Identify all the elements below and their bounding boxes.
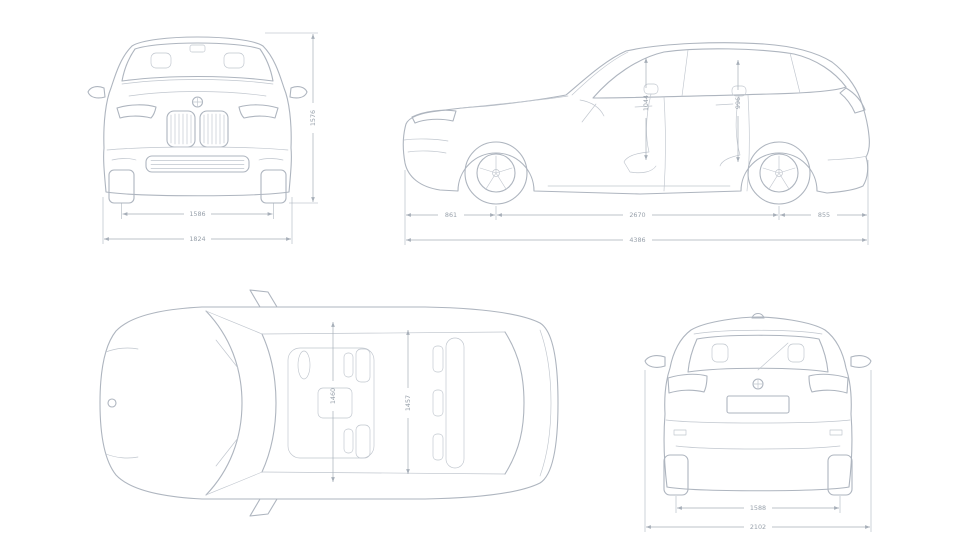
rear-spoiler-line [693, 329, 823, 335]
front-headrest-right [223, 52, 245, 69]
side-interior-ghost [579, 83, 747, 174]
side-rear-bumper-line [827, 155, 868, 161]
top-sunroof [287, 347, 375, 459]
side-dimensions: 1044 996 861 2670 855 4386 [404, 58, 869, 245]
top-a-pillar-left [205, 310, 263, 335]
front-cowl-line [121, 79, 274, 85]
rear-width-dim-label: 2102 [750, 523, 766, 531]
top-wipers [215, 339, 239, 467]
front-view: 1576 1586 1824 [87, 32, 318, 244]
top-rear-interior-dim-label: 1457 [404, 395, 412, 411]
rear-antenna-fin [751, 312, 765, 319]
front-mirror-left [87, 86, 106, 99]
rear-view: 1588 2102 [644, 312, 872, 532]
front-dimensions: 1576 1586 1824 [102, 32, 318, 244]
front-body-outline [103, 36, 292, 197]
side-glasshouse [592, 48, 847, 99]
side-headlight [411, 109, 457, 124]
front-height-dim-label: 1576 [309, 110, 317, 126]
front-mirror-right [289, 86, 308, 99]
rear-reflector-left [673, 429, 687, 436]
front-lower-intake [145, 155, 250, 173]
rear-headrest-left [711, 343, 729, 363]
side-front-headroom-dim-label: 1044 [642, 95, 650, 111]
rear-reflector-right [829, 429, 843, 436]
top-headlight-left [105, 347, 139, 353]
rear-track-dim-label: 1588 [750, 504, 766, 512]
brand-roundel-cross [192, 96, 203, 108]
front-bumper-crease [106, 146, 289, 151]
rear-bumper-lower-line [675, 445, 841, 450]
side-door-handle-front [634, 105, 653, 108]
rear-window [687, 334, 829, 373]
kidney-grille [166, 110, 229, 148]
front-hood-line [128, 91, 267, 97]
front-tire-right [260, 169, 287, 204]
side-c-pillar [789, 52, 801, 94]
top-mirror-right [249, 498, 278, 517]
front-windshield [121, 42, 274, 82]
side-rear-wheel [747, 141, 811, 205]
front-headrest-left [150, 52, 172, 69]
front-track-dim-label: 1586 [189, 210, 205, 218]
side-front-overhang-dim-label: 861 [445, 211, 457, 219]
rear-mirror-left [644, 355, 666, 368]
rear-tire-right [827, 454, 853, 496]
rear-license-plate [726, 395, 790, 414]
side-a-pillar [571, 51, 629, 96]
side-wheelbase-dim-label: 2670 [629, 211, 645, 219]
front-rearview-mirror [189, 44, 206, 53]
side-b-pillar [681, 49, 689, 97]
rear-headrest-right [787, 343, 805, 363]
rear-dimensions: 1588 2102 [644, 370, 872, 532]
side-front-door-line [663, 96, 666, 192]
top-a-pillar-right [205, 471, 263, 496]
top-cowl-arc [205, 310, 243, 496]
front-fog-right [258, 158, 284, 161]
top-tail-edge [539, 329, 552, 477]
rear-taillight-right [808, 373, 849, 394]
top-headlight-right [105, 453, 139, 459]
top-seats [297, 337, 465, 469]
top-dimensions: 1460 1457 [329, 322, 412, 482]
side-rear-door-line [746, 94, 750, 192]
rear-roundel-cross [752, 378, 764, 390]
front-headlight-right [238, 104, 279, 119]
top-view: 1460 1457 [99, 289, 559, 517]
front-headlight-left [116, 104, 157, 119]
rear-taillight-left [667, 373, 708, 394]
side-taillight [839, 87, 866, 114]
rear-wiper [757, 342, 789, 371]
top-roof-side-lines [261, 331, 506, 475]
rear-body-outline [663, 316, 853, 492]
top-mirror-left [249, 289, 278, 308]
side-front-bumper-line [403, 138, 449, 142]
front-tire-left [108, 169, 135, 204]
side-front-wheel [464, 141, 528, 205]
rear-tire-left [663, 454, 689, 496]
top-front-interior-dim-label: 1460 [329, 388, 337, 404]
top-body-outline [99, 306, 559, 500]
side-length-dim-label: 4386 [629, 236, 645, 244]
top-hood-roundel-icon [107, 398, 117, 408]
rear-tailgate-seam [665, 419, 851, 424]
side-body-outline [402, 42, 870, 195]
side-hood-line [459, 95, 569, 109]
side-rear-headroom-dim-label: 996 [734, 97, 742, 109]
front-width-dim-label: 1824 [189, 235, 205, 243]
front-fog-left [111, 158, 137, 161]
rear-mirror-right [850, 355, 872, 368]
side-rear-overhang-dim-label: 855 [818, 211, 830, 219]
side-view: 1044 996 861 2670 855 4386 [402, 42, 870, 245]
top-roof-front-edge [261, 333, 277, 473]
top-rear-window-arc [504, 331, 525, 475]
side-front-intake-line [407, 150, 447, 154]
side-door-handle-rear [715, 103, 734, 106]
